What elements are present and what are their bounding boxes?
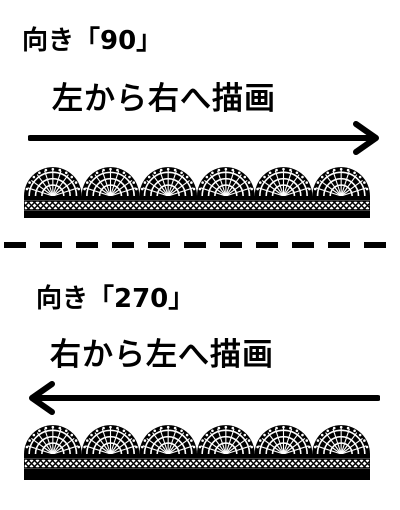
caption-right-to-left: 右から左へ描画 — [50, 337, 274, 373]
lace-border-bottom — [24, 425, 370, 480]
dashed-divider — [4, 242, 396, 248]
caption-left-to-right: 左から右へ描画 — [52, 81, 276, 117]
direction-label-90: 向き「90」 — [22, 26, 163, 56]
arrow-left-icon — [29, 381, 380, 415]
direction-label-270: 向き「270」 — [36, 284, 195, 314]
arrow-right-icon — [28, 121, 379, 155]
lace-border-top — [24, 167, 370, 218]
